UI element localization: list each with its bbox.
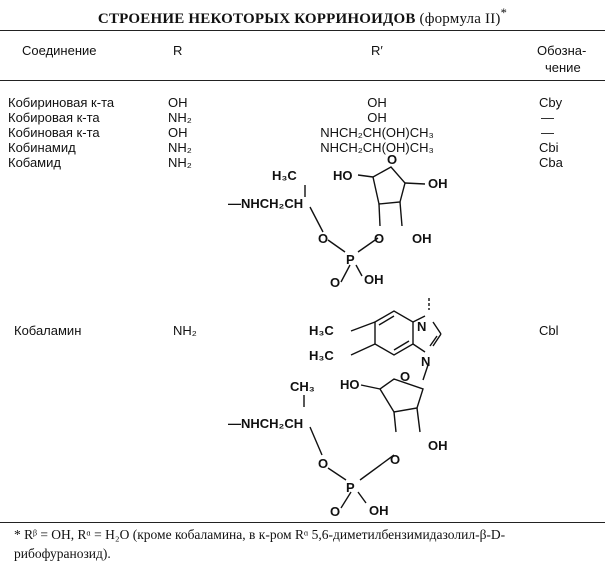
header-rule [0, 80, 605, 81]
bottom-rule [0, 522, 605, 523]
row-r: NH₂ [168, 110, 192, 125]
o-label: O [318, 456, 328, 471]
o-label: O [390, 452, 400, 467]
oh-label: OH [428, 438, 448, 453]
p-label: P [346, 480, 355, 495]
row-designation: Cby [539, 95, 563, 110]
row-r-prime: OH [367, 110, 387, 125]
p-label: P [346, 252, 355, 267]
cobalamin-bonds [303, 298, 442, 509]
row-compound: Кобамид [8, 155, 61, 170]
row-compound: Кобинамид [8, 140, 76, 155]
row-r: NH₂ [168, 155, 192, 170]
row-designation: — [541, 125, 554, 140]
top-rule [0, 30, 605, 31]
row-r-prime: NHCH₂CH(OH)CH₃ [320, 125, 434, 140]
row-r-prime: NHCH₂CH(OH)CH₃ [320, 140, 434, 155]
footnote: * Rᵝ = OH, Rᵅ = H₂O (кроме кобаламина, в… [14, 527, 506, 561]
h3c-label: H₃C [309, 348, 334, 363]
ho-label: HO [340, 377, 360, 392]
row-r: OH [168, 125, 188, 140]
nhch2ch-label: —NHCH₂CH [228, 416, 303, 431]
row-designation: Cba [539, 155, 563, 170]
oh-label: OH [412, 231, 432, 246]
o-label: O [374, 231, 384, 246]
o-label: O [330, 275, 340, 290]
oh-label: OH [428, 176, 448, 191]
cobamide-bonds [304, 166, 426, 283]
n3-label: N [417, 319, 426, 334]
header-r-prime: R′ [371, 43, 383, 58]
header-designation-line1: Обозна- [537, 43, 587, 58]
title-footnote-mark: * [500, 6, 508, 20]
row-r-prime: OH [367, 95, 387, 110]
row-r: NH₂ [173, 323, 197, 338]
row-designation: Cbl [539, 323, 559, 338]
row-r: NH₂ [168, 140, 192, 155]
header-r: R [173, 43, 183, 58]
ho-label: HO [333, 168, 353, 183]
row-compound: Кобиновая к-та [8, 125, 100, 140]
table-title: СТРОЕНИЕ НЕКОТОРЫХ КОРРИНОИДОВ (формула … [0, 6, 605, 28]
table-title-formula: (формула II) [415, 11, 501, 27]
row-compound: Кобировая к-та [8, 110, 100, 125]
header-designation-line2: чение [545, 60, 581, 75]
ch3-label: CH₃ [290, 379, 315, 394]
oh-label: OH [369, 503, 389, 518]
oh-label: OH [364, 272, 384, 287]
row-compound: Кобириновая к-та [8, 95, 115, 110]
n1-label: N [421, 354, 430, 369]
row-designation: — [541, 110, 554, 125]
row-designation: Cbi [539, 140, 559, 155]
table-title-caps: СТРОЕНИЕ НЕКОТОРЫХ КОРРИНОИДОВ [97, 11, 416, 27]
h3c-label: H₃C [309, 323, 334, 338]
nhch2ch-label: —NHCH₂CH [228, 196, 303, 211]
ring-o-label: O [400, 369, 410, 384]
o-label: O [318, 231, 328, 246]
ring-o-label: O [387, 152, 397, 167]
row-r: OH [168, 95, 188, 110]
h3c-label: H₃C [272, 168, 297, 183]
header-compound: Соединение [22, 43, 97, 58]
row-compound: Кобаламин [14, 323, 82, 338]
o-label: O [330, 504, 340, 519]
